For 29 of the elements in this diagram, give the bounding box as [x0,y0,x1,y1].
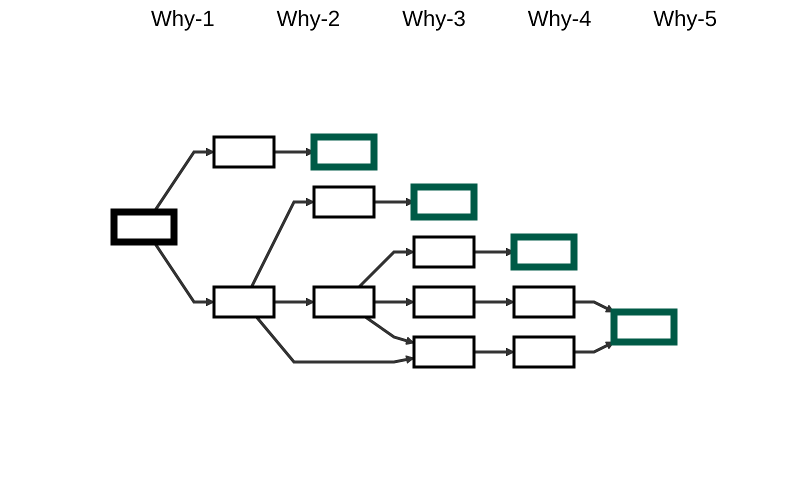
node-box [412,286,476,318]
arrow [474,298,514,306]
arrow [358,248,414,288]
arrow [250,198,314,288]
arrow [574,342,614,354]
node-box [512,336,576,368]
node-box [212,136,276,168]
node-box [412,236,476,268]
node-box [510,234,578,270]
node-box [310,134,378,170]
column-heading: Why-4 [528,6,592,32]
node-box [312,286,376,318]
node-box [110,208,178,246]
node-box [212,286,276,318]
arrow [574,300,614,312]
node-box [610,308,678,346]
node-box [312,186,376,218]
column-heading: Why-5 [653,6,717,32]
arrow [255,316,414,364]
arrow [274,298,314,306]
node-box [410,184,478,220]
arrow [374,298,414,306]
node-box [412,336,476,368]
column-heading: Why-2 [276,6,340,32]
arrow [364,316,414,345]
node-box [512,286,576,318]
arrow [474,348,514,356]
column-heading: Why-3 [402,6,466,32]
column-heading: Why-1 [151,6,215,32]
